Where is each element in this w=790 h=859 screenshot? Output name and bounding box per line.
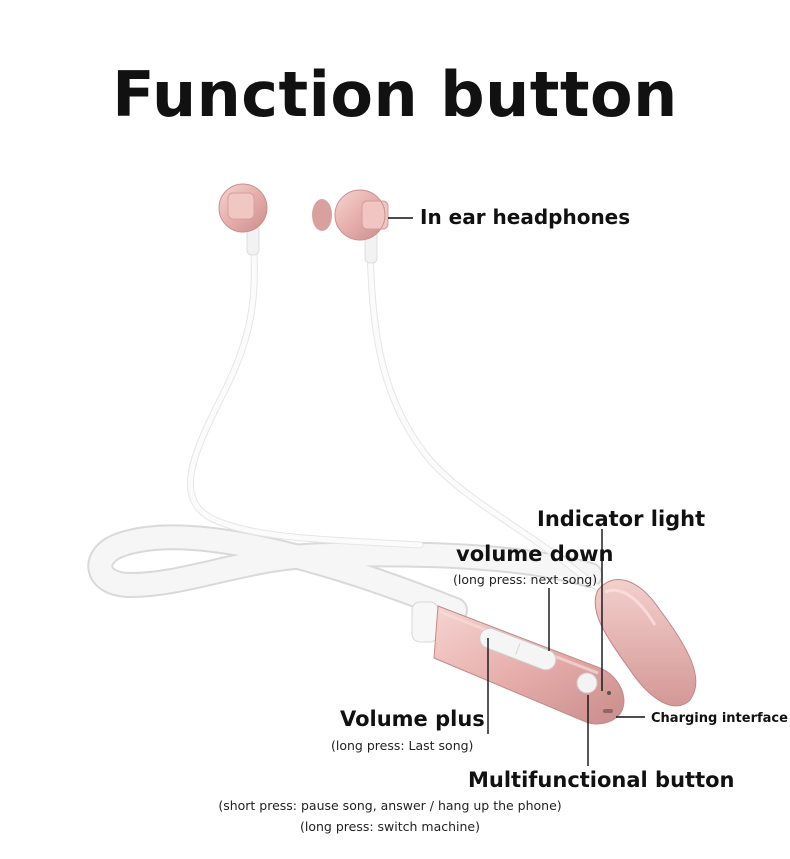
- label-in-ear-headphones: In ear headphones: [420, 205, 631, 229]
- volume-rocker[interactable]: [477, 625, 559, 672]
- label-multifunctional-button: Multifunctional button: [468, 768, 735, 792]
- note-multifunction-short: (short press: pause song, answer / hang …: [218, 798, 562, 813]
- multifunction-button[interactable]: [576, 672, 598, 694]
- label-volume-plus: Volume plus: [340, 707, 485, 731]
- note-multifunction-long: (long press: switch machine): [300, 819, 480, 834]
- indicator-light-dot: [607, 691, 611, 695]
- note-volume-plus: (long press: Last song): [331, 738, 474, 753]
- right-earbud: [312, 189, 389, 264]
- control-pod: [411, 601, 625, 725]
- neckband: [87, 524, 603, 623]
- right-neckband-pod: [594, 579, 697, 707]
- charging-port: [603, 709, 613, 713]
- label-charging-interface: Charging interface: [651, 711, 788, 726]
- leader-lines: [388, 217, 645, 766]
- page-title: Function button: [112, 58, 678, 131]
- note-volume-down: (long press: next song): [453, 572, 598, 587]
- label-indicator-light: Indicator light: [537, 507, 706, 531]
- label-volume-down: volume down: [456, 542, 614, 566]
- left-earbud: [218, 183, 268, 256]
